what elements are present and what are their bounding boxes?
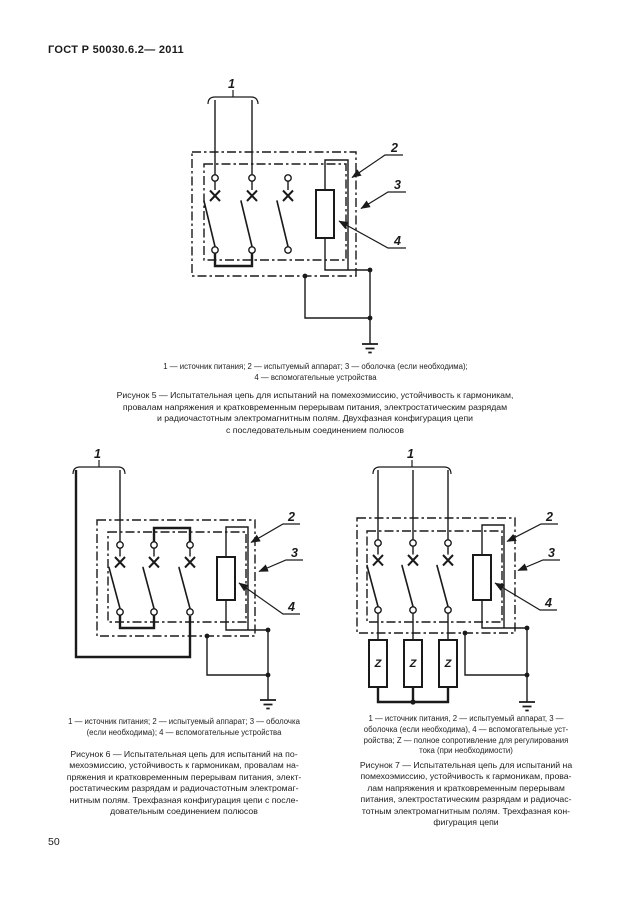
switch-pole bbox=[203, 174, 221, 254]
callout-aux: 4 bbox=[338, 220, 406, 249]
enclosure-outline bbox=[356, 517, 516, 634]
switch-pole bbox=[178, 541, 196, 616]
source-wires bbox=[377, 470, 449, 540]
figure5-legend: 1 — источник питания; 2 — испытуемый апп… bbox=[163, 362, 468, 382]
svg-text:Z: Z bbox=[374, 658, 383, 670]
switch-pole bbox=[366, 539, 384, 640]
earth-wiring bbox=[462, 625, 530, 702]
apparatus-outline bbox=[107, 531, 247, 623]
figure7-legend: 1 — источник питания, 2 — испытуемый апп… bbox=[363, 714, 569, 756]
callout-apparatus: 2 bbox=[250, 510, 300, 544]
enclosure-outline bbox=[191, 151, 357, 277]
svg-text:4: 4 bbox=[287, 600, 295, 614]
switch-pole bbox=[276, 174, 294, 254]
diagram-label-source: 1 bbox=[407, 447, 414, 461]
diagram-label-source: 1 bbox=[228, 77, 235, 91]
svg-text:4: 4 bbox=[393, 234, 401, 248]
switch-pole bbox=[401, 539, 419, 640]
aux-device-box bbox=[315, 189, 335, 239]
callout-enclosure: 3 bbox=[360, 178, 406, 210]
switch-pole bbox=[240, 174, 258, 254]
callout-enclosure: 3 bbox=[517, 546, 560, 572]
svg-text:Z: Z bbox=[409, 658, 418, 670]
figure6-circuit-diagram: 1 2 3 4 bbox=[72, 447, 303, 710]
svg-text:3: 3 bbox=[291, 546, 298, 560]
diagram-label-source: 1 bbox=[94, 447, 101, 461]
series-jumper bbox=[213, 253, 254, 268]
figure7-caption: Рисунок 7 — Испытательная цепь для испыт… bbox=[359, 760, 573, 828]
callout-apparatus: 2 bbox=[506, 510, 558, 543]
source-wires bbox=[214, 100, 253, 175]
svg-text:3: 3 bbox=[548, 546, 555, 560]
power-source-brace: 1 bbox=[207, 77, 259, 105]
svg-text:2: 2 bbox=[545, 510, 553, 524]
figure6-caption: Рисунок 6 — Испытательная цепь для испыт… bbox=[66, 749, 302, 817]
ground-icon bbox=[519, 701, 535, 712]
switch-pole bbox=[142, 541, 160, 616]
earth-wiring bbox=[302, 267, 373, 344]
figure5-circuit-diagram: 1 2 3 bbox=[191, 77, 406, 354]
earth-wiring bbox=[204, 627, 271, 700]
callout-enclosure: 3 bbox=[258, 546, 303, 573]
aux-device-circuit bbox=[216, 526, 268, 631]
document-header: ГОСТ Р 50030.6.2— 2011 bbox=[48, 44, 184, 56]
svg-text:2: 2 bbox=[390, 141, 398, 155]
series-jumper-top bbox=[152, 526, 192, 542]
ground-icon bbox=[362, 343, 378, 354]
aux-device-box bbox=[216, 556, 236, 601]
impedance-box: Z bbox=[438, 639, 458, 688]
aux-device-box bbox=[472, 554, 492, 601]
svg-text:3: 3 bbox=[394, 178, 401, 192]
callout-apparatus: 2 bbox=[351, 141, 403, 178]
impedance-box: Z bbox=[403, 639, 423, 688]
aux-device-circuit bbox=[315, 159, 370, 271]
impedance-box: Z bbox=[368, 639, 388, 688]
power-source-brace: 1 bbox=[72, 447, 126, 475]
power-source-brace: 1 bbox=[372, 447, 452, 475]
series-jumper-bottom bbox=[118, 615, 156, 630]
figure7-circuit-diagram: 1 Z Z Z bbox=[356, 447, 560, 712]
figure6-legend: 1 — источник питания; 2 — испытуемый апп… bbox=[68, 717, 300, 737]
figure5-caption: Рисунок 5 — Испытательная цепь для испыт… bbox=[116, 390, 514, 436]
callout-aux: 4 bbox=[494, 582, 557, 611]
apparatus-outline bbox=[203, 163, 347, 261]
svg-text:Z: Z bbox=[444, 658, 453, 670]
callout-aux: 4 bbox=[238, 582, 300, 615]
ground-icon bbox=[260, 699, 276, 710]
switch-pole bbox=[436, 539, 454, 640]
svg-text:4: 4 bbox=[544, 596, 552, 610]
enclosure-outline bbox=[96, 519, 256, 637]
switch-pole bbox=[108, 541, 126, 616]
apparatus-outline bbox=[366, 530, 503, 623]
impedance-link bbox=[376, 687, 450, 705]
svg-text:2: 2 bbox=[287, 510, 295, 524]
aux-device-circuit bbox=[472, 524, 527, 629]
page-number: 50 bbox=[48, 836, 60, 848]
